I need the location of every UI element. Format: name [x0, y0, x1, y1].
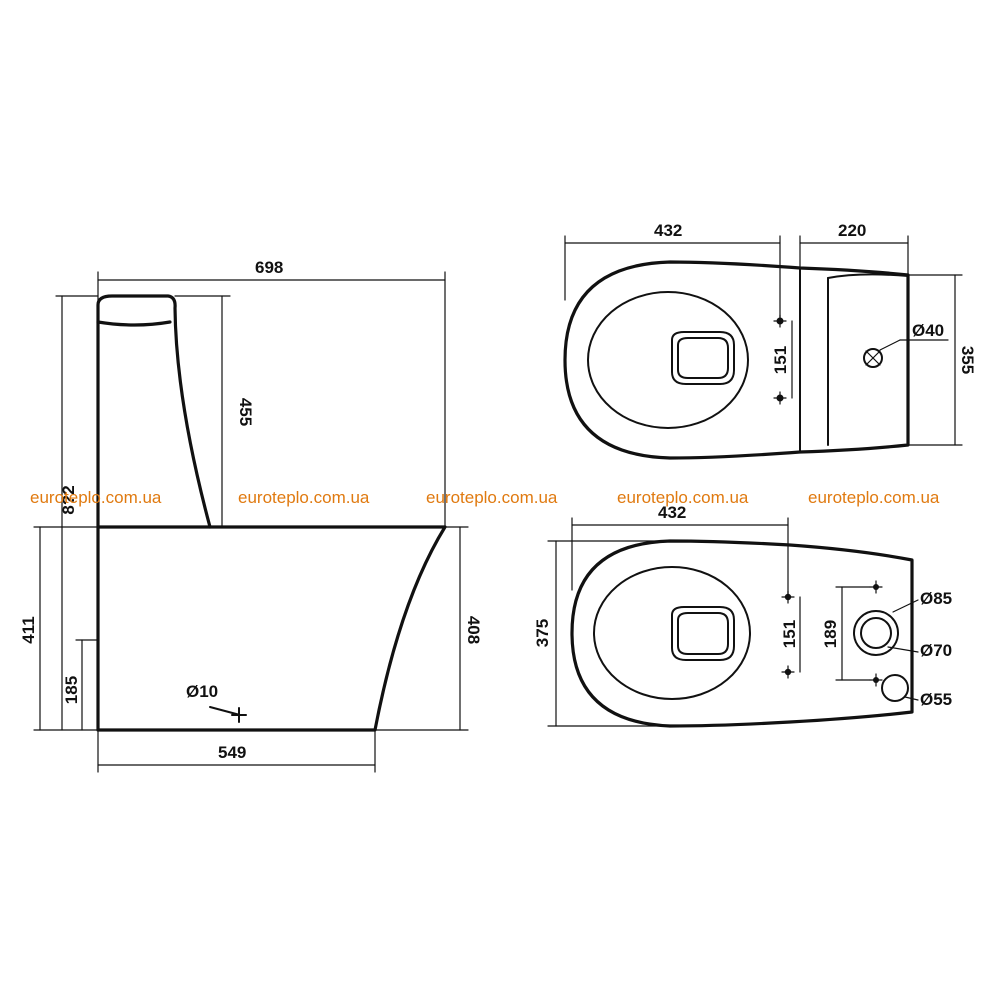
- dim-outlet-height: 185: [62, 676, 81, 704]
- dim-top-bowl-length: 432: [654, 221, 682, 240]
- watermark-4: euroteplo.com.ua: [617, 488, 749, 507]
- top-seat-hole-2: [773, 391, 787, 405]
- dim-bottom-width: 375: [533, 619, 552, 647]
- bottom-view: 432 375 151 189 Ø85 Ø70 Ø55: [533, 503, 952, 728]
- top-seat-opening: [671, 331, 735, 385]
- dim-drain-hole: Ø10: [186, 682, 218, 701]
- drain-leader: [209, 706, 241, 716]
- bottom-seat-hole-2: [781, 665, 795, 679]
- dim-tank-depth: 220: [838, 221, 866, 240]
- fixing-point-top: [869, 580, 883, 594]
- watermark-3: euroteplo.com.ua: [426, 488, 558, 507]
- fixing-point-bottom: [869, 673, 883, 687]
- dim-bottom-bowl-length: 432: [658, 503, 686, 522]
- top-bowl-rim: [587, 291, 749, 429]
- bottom-seat-opening: [671, 606, 735, 661]
- inlet-ring: [881, 674, 909, 702]
- dim-base-length: 549: [218, 743, 246, 762]
- watermark-2: euroteplo.com.ua: [238, 488, 370, 507]
- bottom-outline: [570, 539, 914, 728]
- dim-tank-height: 455: [236, 398, 255, 426]
- bowl-outline: [96, 525, 447, 732]
- bottom-bowl-rim: [593, 566, 751, 700]
- side-view: 698 455 8?2 411 185 408 549 Ø10: [19, 258, 483, 773]
- dim-total-length: 698: [255, 258, 283, 277]
- watermark-1: euroteplo.com.ua: [30, 488, 162, 507]
- watermark-5: euroteplo.com.ua: [808, 488, 940, 507]
- outlet-inner-ring: [860, 617, 892, 649]
- dim-outlet-outer: Ø85: [920, 589, 952, 608]
- top-tank-hole: [863, 348, 883, 368]
- dim-top-seat-hole-spacing: 151: [771, 346, 790, 374]
- dim-tank-hole: Ø40: [912, 321, 944, 340]
- dim-fixing-spacing: 189: [821, 620, 840, 648]
- dim-inlet: Ø55: [920, 690, 952, 709]
- tank-lid: [96, 320, 172, 327]
- dim-bowl-height-right: 408: [464, 616, 483, 644]
- top-view: 432 220 355 151 Ø40: [563, 221, 977, 460]
- dim-outlet-inner: Ø70: [920, 641, 952, 660]
- top-outline: [563, 260, 910, 460]
- dim-top-width: 355: [958, 346, 977, 374]
- top-tank-line-3: [827, 273, 909, 279]
- top-seat-opening-inner: [677, 337, 729, 379]
- dim-bottom-seat-hole-spacing: 151: [780, 620, 799, 648]
- drain-hole-marker: [231, 707, 247, 723]
- dim-total-height: 8?2: [59, 485, 78, 514]
- dim-bowl-height-left: 411: [19, 616, 38, 643]
- tank-outline: [96, 294, 212, 529]
- watermark-row: euroteplo.com.ua euroteplo.com.ua eurote…: [30, 488, 940, 507]
- top-seat-hole-1: [773, 314, 787, 328]
- outlet-outer-ring: [853, 610, 899, 656]
- bottom-seat-opening-inner: [677, 612, 729, 655]
